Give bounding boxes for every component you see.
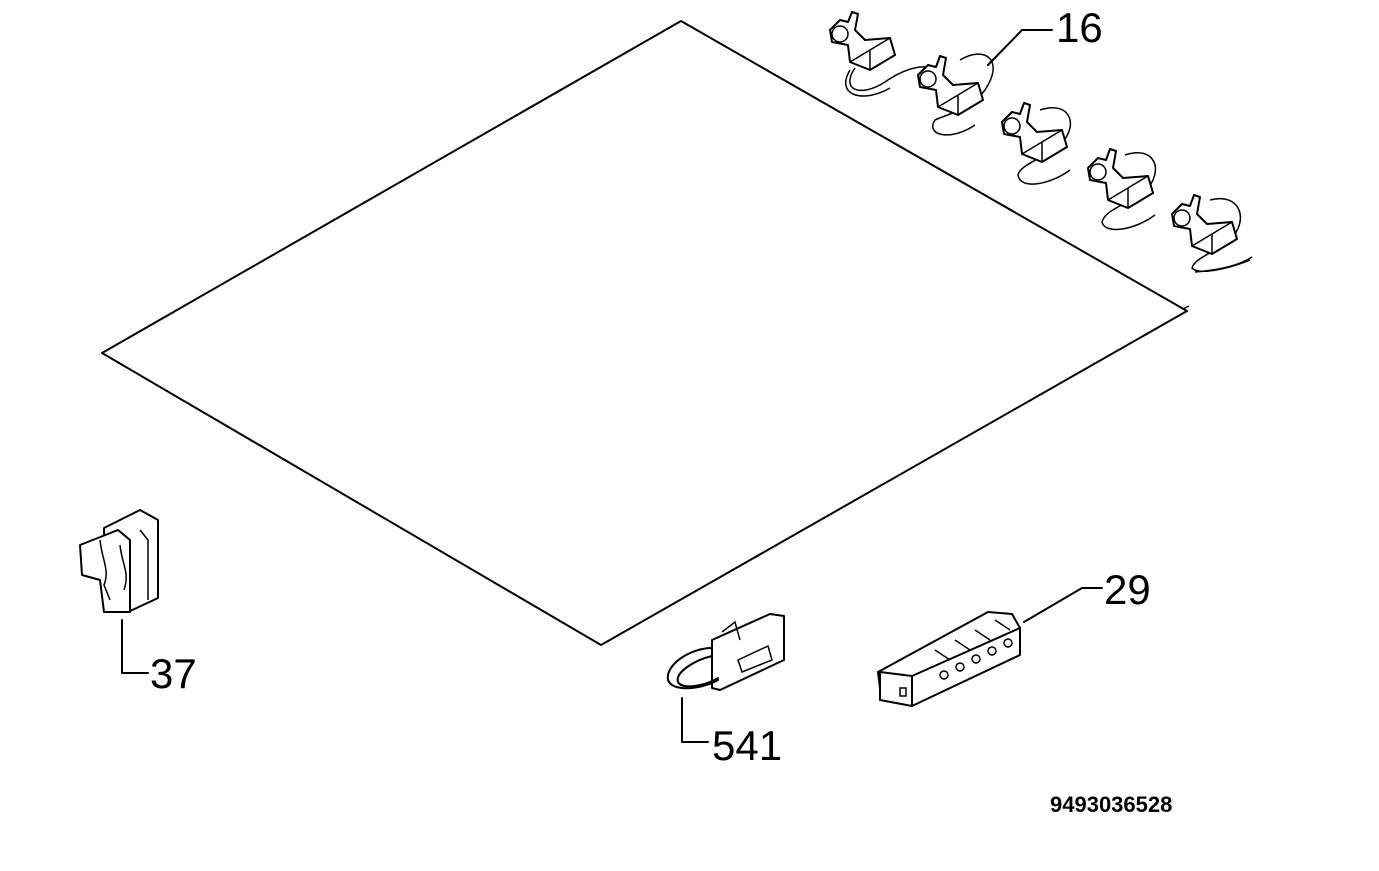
cooktop-glass-plate: [101, 20, 1190, 646]
part-16-switch-chain: 16: [829, 4, 1253, 273]
switch-unit: [1087, 148, 1154, 209]
label-29: 29: [1104, 566, 1151, 613]
switch-unit: [1171, 194, 1238, 255]
switch-unit: [1001, 102, 1068, 163]
label-541: 541: [712, 722, 782, 769]
drawing-code: 9493036528: [1050, 792, 1172, 817]
part-29-terminal-block: 29: [877, 566, 1151, 707]
part-37-bracket: 37: [79, 509, 197, 697]
part-541-thermostat-clip: 541: [666, 613, 785, 769]
label-37: 37: [150, 650, 197, 697]
label-16: 16: [1056, 4, 1103, 51]
switch-unit: [829, 11, 896, 71]
switch-unit: [917, 55, 984, 116]
